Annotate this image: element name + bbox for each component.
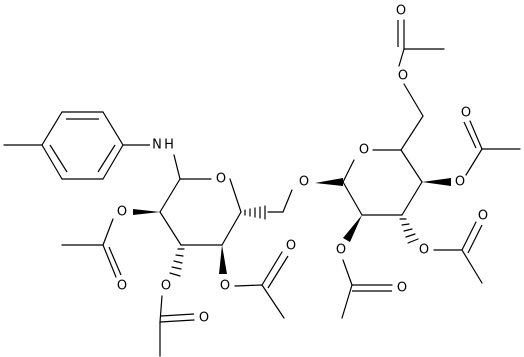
c3-prime-hashed-bond <box>399 218 419 244</box>
c3-prime-ester-oxygen-label: O <box>419 243 429 258</box>
c2-prime-carbonyl-oxygen-label: O <box>397 281 407 296</box>
ring1-oxygen-label: O <box>216 172 226 187</box>
c4-prime-carbonyl-oxygen-label: O <box>461 106 471 121</box>
c3-prime-carbonyl-oxygen-label: O <box>478 209 488 224</box>
glycosidic-oxygen-label: O <box>299 175 309 190</box>
c2-prime-ester-oxygen-label: O <box>336 243 346 258</box>
anomeric-wedge-bond <box>315 178 343 186</box>
c4-prime-ester-oxygen-label: O <box>455 175 465 190</box>
c4-wedge-bond <box>219 245 227 274</box>
c5-hashed-bond <box>244 205 266 220</box>
p-tolyl-group <box>3 111 124 180</box>
c3-ester-oxygen-label: O <box>161 279 171 294</box>
c3-hashed-bond <box>169 248 185 277</box>
c3-carbonyl-oxygen-label: O <box>199 311 209 326</box>
ring2-oxygen-label: O <box>359 143 369 158</box>
pyranose-ring-2 <box>342 149 423 216</box>
nitrogen-c1-bond <box>173 154 181 180</box>
c4-carbonyl-oxygen-label: O <box>286 239 296 254</box>
c6-carbonyl-oxygen-label: O <box>396 4 406 19</box>
c2-wedge-bond <box>133 209 160 215</box>
c4-prime-wedge-bond <box>422 178 451 186</box>
amine-nitrogen-label: N H <box>150 136 176 154</box>
pyranose-ring-1 <box>159 178 242 246</box>
c4-ester-oxygen-label: O <box>220 279 230 294</box>
svg-text:N: N <box>152 138 162 153</box>
c6-ester-oxygen-label: O <box>398 69 408 84</box>
c2-carbonyl-oxygen-label: O <box>117 279 127 294</box>
svg-text:H: H <box>164 138 174 153</box>
c2-ester-oxygen-label: O <box>117 205 127 220</box>
c2-prime-wedge-bond <box>343 215 362 242</box>
